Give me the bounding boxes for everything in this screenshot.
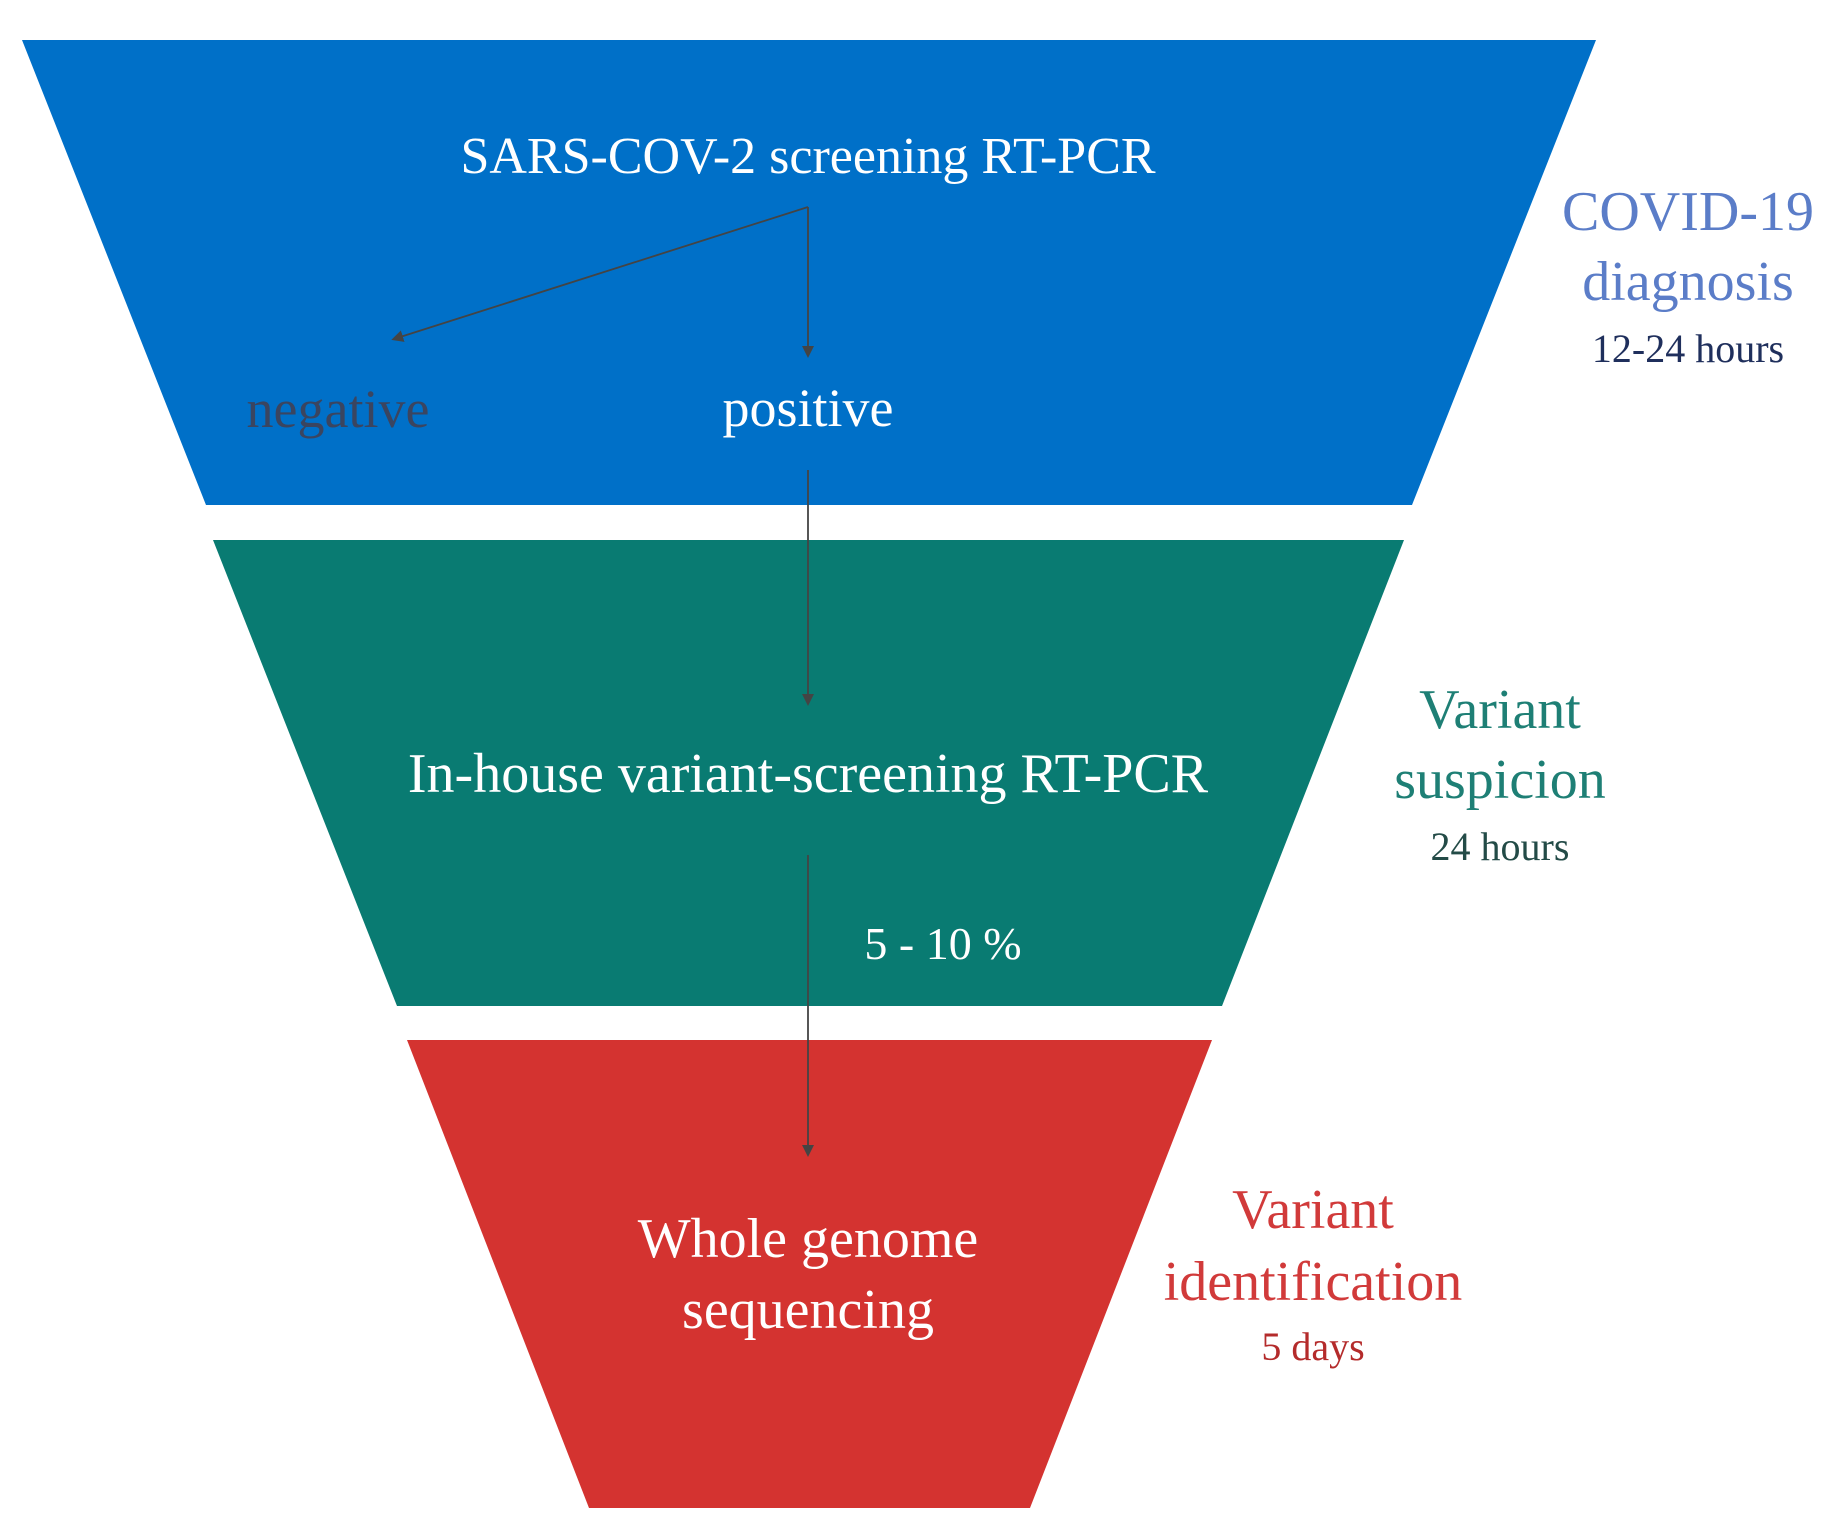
negative-result-label: negative	[247, 379, 430, 439]
side-time-variant-identification: 5 days	[1261, 1324, 1364, 1369]
positive-result-label: positive	[723, 378, 894, 438]
stage-screening-shape	[22, 40, 1596, 505]
stage-variant-screening-title: In-house variant-screening RT-PCR	[408, 743, 1209, 805]
side-label-covid-diagnosis-line1: COVID-19	[1562, 181, 1814, 243]
arrow-to-negative	[391, 206, 809, 342]
percentage-label: 5 - 10 %	[864, 918, 1021, 969]
side-label-variant-identification-line1: Variant	[1232, 1179, 1394, 1241]
side-label-variant-identification-line2: identification	[1164, 1251, 1463, 1313]
stage-variant-screening-shape	[213, 540, 1404, 1006]
stage-sequencing-title-line1: Whole genome	[638, 1208, 979, 1270]
stage-sequencing-title-line2: sequencing	[682, 1279, 934, 1341]
stage-screening-title: SARS-COV-2 screening RT-PCR	[460, 128, 1155, 185]
side-label-covid-diagnosis-line2: diagnosis	[1582, 251, 1794, 313]
side-label-variant-suspicion-line1: Variant	[1419, 679, 1581, 741]
side-time-variant-suspicion: 24 hours	[1431, 824, 1570, 869]
side-label-variant-suspicion-line2: suspicion	[1394, 749, 1606, 811]
stage-sequencing-shape	[407, 1040, 1212, 1508]
side-time-covid-diagnosis: 12-24 hours	[1592, 326, 1784, 371]
